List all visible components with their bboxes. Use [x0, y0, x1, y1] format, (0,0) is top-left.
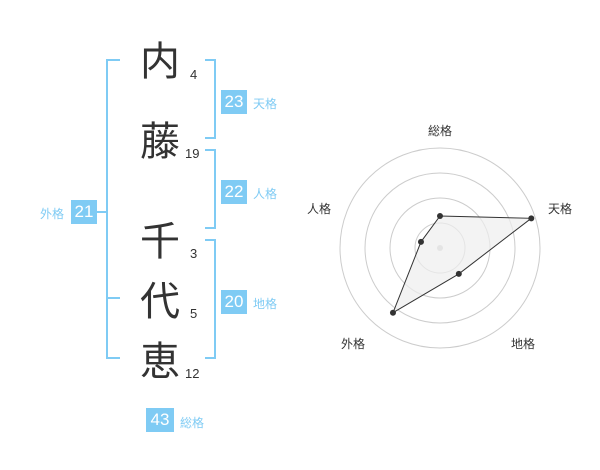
- radar-ring-3: [364, 172, 516, 324]
- stroke-count-1: 4: [190, 67, 198, 82]
- radar-label-gaikaku: 外格: [341, 337, 366, 351]
- stroke-count-5: 12: [185, 366, 200, 381]
- gaikaku-bracket: [106, 59, 120, 359]
- name-char-2: 藤: [140, 119, 180, 165]
- jinkaku-value: 22: [221, 180, 247, 204]
- chikaku-label: 地格: [253, 297, 278, 311]
- radar-label-tenkaku: 天格: [548, 202, 573, 216]
- soukaku-value: 43: [146, 408, 174, 432]
- stroke-count-3: 3: [190, 246, 198, 261]
- radar-label-jinkaku: 人格: [307, 202, 332, 216]
- tenkaku-bracket: [205, 59, 216, 139]
- radar-point-0: [437, 213, 443, 219]
- radar-ring-4: [339, 147, 541, 349]
- radar-point-1: [528, 215, 535, 222]
- radar-label-soukaku: 総格: [428, 124, 453, 138]
- chikaku-value: 20: [221, 290, 247, 314]
- chikaku-bracket: [205, 239, 216, 359]
- jinkaku-bracket: [205, 149, 216, 229]
- radar-point-2: [455, 270, 462, 277]
- jinkaku-label: 人格: [253, 187, 278, 201]
- gaikaku-value: 21: [71, 200, 97, 224]
- tenkaku-value: 23: [221, 90, 247, 114]
- name-char-4: 代: [140, 279, 180, 325]
- radar-label-chikaku: 地格: [511, 337, 536, 351]
- stroke-count-2: 19: [185, 146, 200, 161]
- tenkaku-label: 天格: [253, 97, 278, 111]
- radar-point-3: [389, 309, 396, 316]
- gaikaku-label: 外格: [40, 207, 65, 221]
- name-char-3: 千: [140, 219, 180, 265]
- radar-point-4: [417, 238, 424, 245]
- name-char-5: 恵: [140, 339, 180, 385]
- name-char-1: 内: [140, 39, 180, 85]
- soukaku-label: 総格: [180, 416, 205, 430]
- stroke-count-4: 5: [190, 306, 198, 321]
- radar-series-polygon: [392, 215, 533, 314]
